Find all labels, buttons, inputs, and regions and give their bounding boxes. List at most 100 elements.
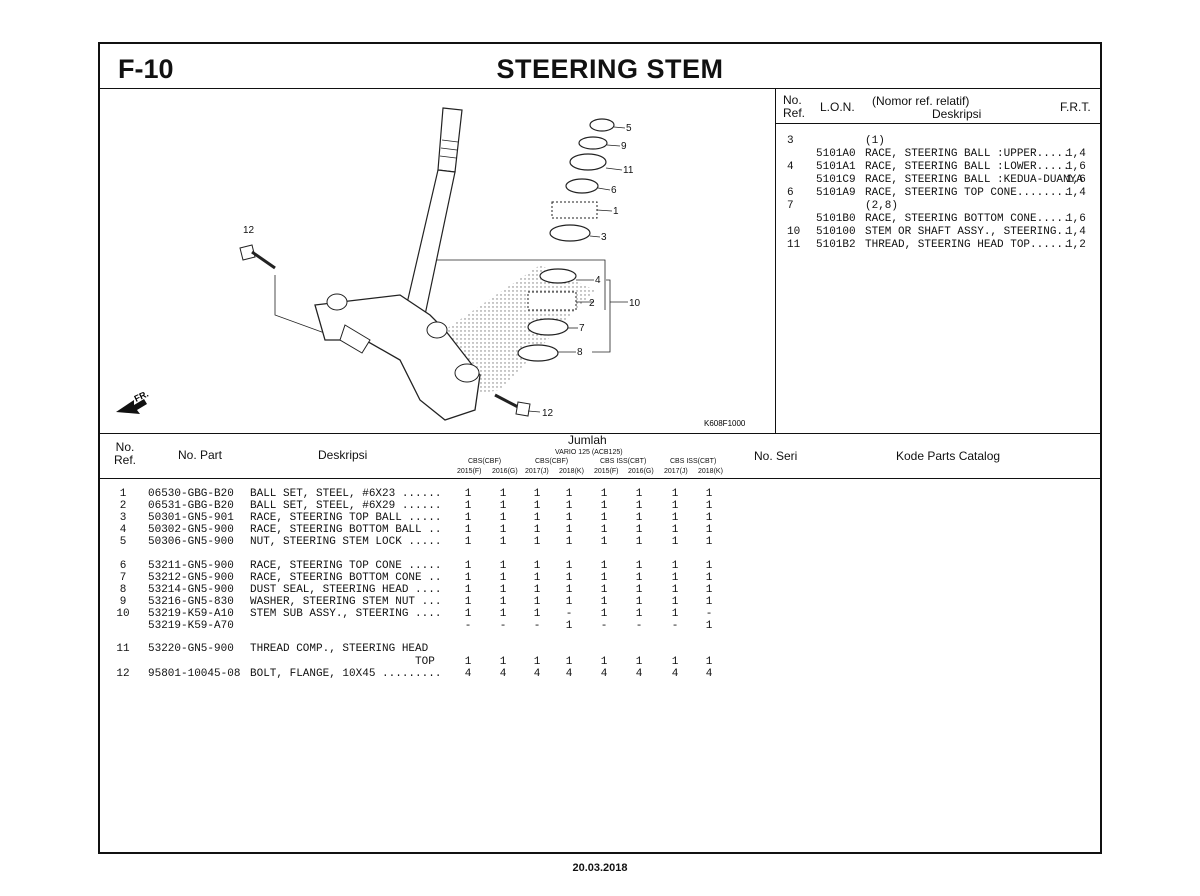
row-part-number: 53211-GN5-900 (148, 560, 234, 572)
row-quantity: 1 (635, 488, 643, 500)
row-quantity: 1 (635, 500, 643, 512)
parts-stack-upper (549, 118, 615, 242)
row-quantity: 1 (705, 488, 713, 500)
row-quantity: 1 (533, 524, 541, 536)
ref-description: (2,8) (865, 200, 899, 212)
row-quantity: 1 (533, 560, 541, 572)
desc-col-header-top: (Nomor ref. relatif) (872, 94, 970, 108)
row-quantity: 1 (499, 656, 507, 668)
row-quantity: - (499, 620, 507, 632)
row-quantity: 1 (533, 596, 541, 608)
row-part-number: 50301-GN5-901 (148, 512, 234, 524)
frt-value: 1,6 (1066, 174, 1086, 186)
row-part-number: 53216-GN5-830 (148, 596, 234, 608)
row-part-number: 53219-K59-A70 (148, 620, 234, 632)
page-date: 20.03.2018 (572, 862, 628, 874)
row-description: BOLT, FLANGE, 10X45 ......... (250, 668, 442, 680)
callout-label: 4 (595, 275, 601, 286)
ref-col-header: No. Ref. (783, 93, 806, 120)
ref-no: 6 (787, 187, 794, 199)
serial-col-header: No. Seri (754, 449, 798, 463)
row-description: STEM SUB ASSY., STEERING .... (250, 608, 442, 620)
row-description: BALL SET, STEEL, #6X23 ...... (250, 488, 442, 500)
row-quantity: - (464, 620, 472, 632)
row-quantity: 1 (635, 512, 643, 524)
row-quantity: 1 (565, 620, 573, 632)
row-quantity: 1 (635, 656, 643, 668)
figure-id: K608F1000 (704, 419, 746, 428)
lon-code: 5101C9 (816, 174, 856, 186)
lon-code: 5101A0 (816, 148, 856, 160)
row-quantity: 1 (635, 524, 643, 536)
lon-code: 5101A9 (816, 187, 856, 199)
flange-bolt-lower (494, 393, 531, 417)
lon-code: 510100 (816, 226, 856, 238)
row-quantity: 1 (533, 608, 541, 620)
row-quantity: 1 (600, 536, 608, 548)
ref-description: STEM OR SHAFT ASSY., STEERING.. (865, 226, 1070, 238)
row-quantity: 4 (464, 668, 472, 680)
year-header: 2015(F) (594, 468, 619, 475)
row-quantity: 1 (671, 512, 679, 524)
row-quantity: 1 (464, 584, 472, 596)
group-header: CBS ISS(CBT) (600, 458, 647, 465)
ref-description: RACE, STEERING BALL :LOWER..... (865, 161, 1070, 173)
row-quantity: 1 (464, 500, 472, 512)
row-description: RACE, STEERING BOTTOM CONE .. (250, 572, 442, 584)
row-ref-no: 7 (119, 572, 127, 584)
row-quantity: 1 (671, 536, 679, 548)
ref-no: 4 (787, 161, 794, 173)
row-quantity: 1 (464, 512, 472, 524)
row-quantity: 1 (499, 572, 507, 584)
row-quantity: 1 (600, 596, 608, 608)
part-no-col-header: No. Part (178, 448, 223, 462)
row-ref-no: 4 (119, 524, 127, 536)
year-header: 2016(G) (628, 468, 654, 475)
row-ref-no: 8 (119, 584, 127, 596)
row-quantity: 1 (565, 500, 573, 512)
row-quantity: - (565, 608, 573, 620)
callout-label: 5 (626, 123, 632, 134)
parts-desc-col-header: Deskripsi (318, 448, 368, 462)
callout-label: 7 (579, 323, 585, 334)
row-quantity: 1 (533, 536, 541, 548)
stem-shaft (404, 107, 463, 316)
ref-no: 11 (787, 239, 801, 251)
frt-value: 1,4 (1066, 226, 1086, 238)
year-header: 2016(G) (492, 468, 518, 475)
row-quantity: 1 (600, 500, 608, 512)
row-description: DUST SEAL, STEERING HEAD .... (250, 584, 442, 596)
row-quantity: 1 (600, 488, 608, 500)
row-part-number: 06530-GBG-B20 (148, 488, 234, 500)
row-quantity: 1 (499, 512, 507, 524)
row-quantity: 1 (671, 500, 679, 512)
row-quantity: 1 (565, 560, 573, 572)
row-quantity: 1 (705, 656, 713, 668)
row-quantity: 1 (533, 488, 541, 500)
row-quantity: 1 (705, 596, 713, 608)
desc-col-header: Deskripsi (932, 107, 982, 121)
row-quantity: 1 (600, 584, 608, 596)
row-quantity: 4 (600, 668, 608, 680)
row-quantity: 1 (671, 488, 679, 500)
row-quantity: 1 (705, 500, 713, 512)
header-divider (99, 88, 1101, 89)
row-quantity: 1 (600, 572, 608, 584)
group-header: CBS(CBF) (535, 458, 569, 465)
year-header: 2015(F) (457, 468, 482, 475)
row-quantity: 1 (565, 596, 573, 608)
row-quantity: 1 (600, 524, 608, 536)
frt-value: 1,6 (1066, 213, 1086, 225)
row-part-number: 53219-K59-A10 (148, 608, 234, 620)
row-quantity: 1 (671, 596, 679, 608)
row-ref-no: 1 (119, 488, 127, 500)
front-arrow-icon: FR. (116, 389, 150, 414)
frt-col-header: F.R.T. (1060, 100, 1091, 114)
row-quantity: - (533, 620, 541, 632)
row-quantity: 1 (533, 584, 541, 596)
row-quantity: 1 (635, 572, 643, 584)
row-description: RACE, STEERING BOTTOM BALL .. (250, 524, 442, 536)
parts-ref-col-header: No. Ref. (114, 440, 137, 467)
row-quantity: - (600, 620, 608, 632)
ref-description: THREAD, STEERING HEAD TOP...... (865, 239, 1070, 251)
